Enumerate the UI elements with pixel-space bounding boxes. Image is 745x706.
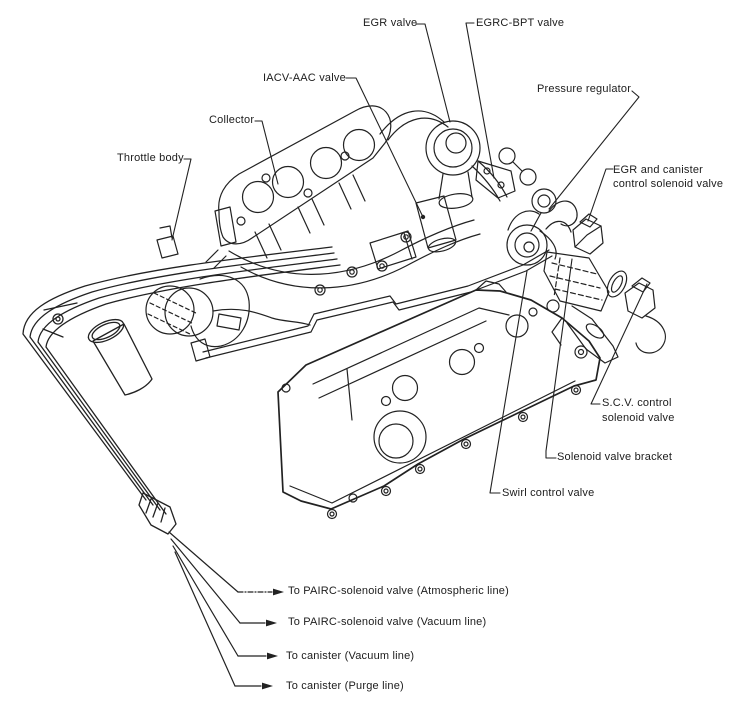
leader-lines [171,22,648,494]
egr-valve-drawing [379,110,508,209]
callout-canister-vacuum: To canister (Vacuum line) [286,650,415,662]
egrc-bpt-valve-drawing [475,147,537,199]
solenoid-bracket-drawing [543,213,666,364]
throttle-body-drawing [145,225,250,362]
label-egr-valve: EGR valve [363,17,418,29]
arrowhead-icon [273,588,284,596]
label-collector: Collector [209,114,255,126]
label-iacv-aac-valve: IACV-AAC valve [263,72,346,84]
arrowhead-icon [262,682,273,690]
label-solenoid-valve-bracket: Solenoid valve bracket [557,451,673,463]
callout-pairc-vacuum: To PAIRC-solenoid valve (Vacuum line) [288,616,487,628]
label-throttle-body: Throttle body [117,152,184,164]
arrowhead-icon [266,619,277,627]
label-pressure-regulator: Pressure regulator [537,83,632,95]
label-scv-solenoid-line2: solenoid valve [602,412,675,424]
swirl-control-valve-drawing [506,210,572,266]
hose-bundle-drawing [22,246,341,535]
valve-cover-drawing [277,280,601,520]
collector-drawing [214,105,481,296]
callout-arrow-lines [168,531,284,690]
label-scv-solenoid-line1: S.C.V. control [602,397,672,409]
callout-canister-purge: To canister (Purge line) [286,680,404,692]
label-egr-canister-solenoid-line2: control solenoid valve [613,178,724,190]
arrowhead-icon [267,652,278,660]
pipes-drawing [202,249,553,359]
label-egr-canister-solenoid-line1: EGR and canister [613,164,704,176]
label-egrc-bpt-valve: EGRC-BPT valve [476,17,565,29]
callout-pairc-atmospheric: To PAIRC-solenoid valve (Atmospheric lin… [288,585,509,597]
label-swirl-control-valve: Swirl control valve [502,487,595,499]
iacv-aac-valve-drawing [415,195,457,253]
